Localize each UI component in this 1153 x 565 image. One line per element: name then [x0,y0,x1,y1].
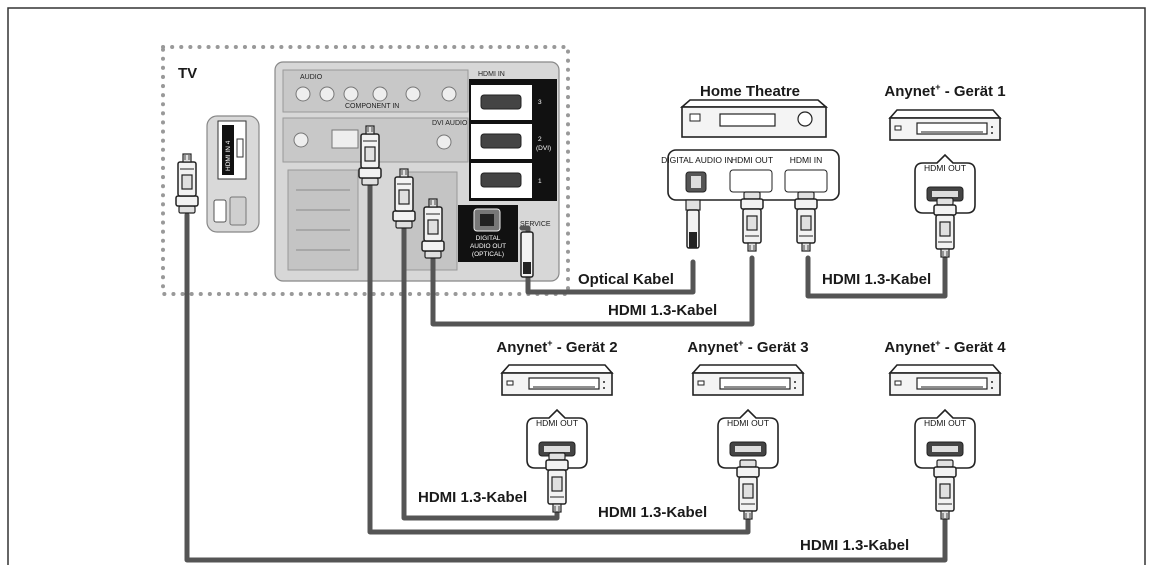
ht-port-hdmi-in: HDMI IN [790,155,823,165]
anynet-device-2: Anynet+ - Gerät 2 HDMI OUT [496,338,618,513]
dev3-cable-label: HDMI 1.3-Kabel [598,504,707,521]
anynet-device-4: Anynet+ - Gerät 4 HDMI OUT [884,338,1006,520]
side-port-label: HDMI IN 4 [225,140,232,171]
dao-line3: (OPTICAL) [472,251,504,258]
device-1-title: Anynet+ - Gerät 1 [884,82,1005,100]
dao-line1: DIGITAL [476,235,501,242]
device-4-port: HDMI OUT [924,418,966,428]
anynet-device-3: Anynet+ - Gerät 3 HDMI OUT [687,338,809,520]
hdmi-dev4-cable [184,212,948,563]
tv-label: TV [178,65,197,82]
device-2-title: Anynet+ - Gerät 2 [496,338,617,356]
panel-dvi-audio-label: DVI AUDIO IN [432,120,476,127]
hdmi-port-dvi: (DVI) [536,145,551,152]
hdmi-port-3: 3 [538,99,542,106]
home-theatre-title: Home Theatre [700,83,800,100]
tv-outline [161,45,570,296]
dev4-cable-label: HDMI 1.3-Kabel [800,537,909,554]
tv-rear-panel: AUDIO COMPONENT IN DVI AUDIO IN HDMI IN … [274,61,560,282]
ht-port-hdmi-out: HDMI OUT [731,155,773,165]
ht-to-dev1-cable-label: HDMI 1.3-Kabel [822,271,931,288]
cables [184,182,948,563]
dao-line2: AUDIO OUT [470,243,506,250]
optical-cable [519,225,696,295]
home-theatre: Home Theatre DIGITAL AUDIO IN HDMI OUT H… [661,83,840,252]
hdmi-port-1: 1 [538,178,542,185]
ht-port-digital: DIGITAL AUDIO IN [661,155,733,165]
device-3-port: HDMI OUT [727,418,769,428]
hdmi-port-2: 2 [538,136,542,143]
optical-cable-label: Optical Kabel [578,271,674,288]
hdmi-in-label: HDMI IN [478,71,505,78]
hdmi-ht-to-tv-cable [430,255,755,327]
device-1-port: HDMI OUT [924,163,966,173]
hdmi-ht-to-dev1-cable [805,255,948,299]
device-3-title: Anynet+ - Gerät 3 [687,338,808,356]
panel-component-label: COMPONENT IN [345,103,399,110]
device-4-title: Anynet+ - Gerät 4 [884,338,1006,356]
tv-side-panel: HDMI IN 4 [206,115,260,233]
hdmi-dev3-cable [367,182,751,535]
device-2-port: HDMI OUT [536,418,578,428]
ht-to-tv-cable-label: HDMI 1.3-Kabel [608,302,717,319]
dev2-cable-label: HDMI 1.3-Kabel [418,489,527,506]
frame [7,7,1146,565]
anynet-device-1: Anynet+ - Gerät 1 HDMI OUT [884,82,1006,258]
tv-plugs [176,126,534,278]
service-label: SERVICE [520,221,551,228]
panel-audio-label: AUDIO [300,74,323,81]
